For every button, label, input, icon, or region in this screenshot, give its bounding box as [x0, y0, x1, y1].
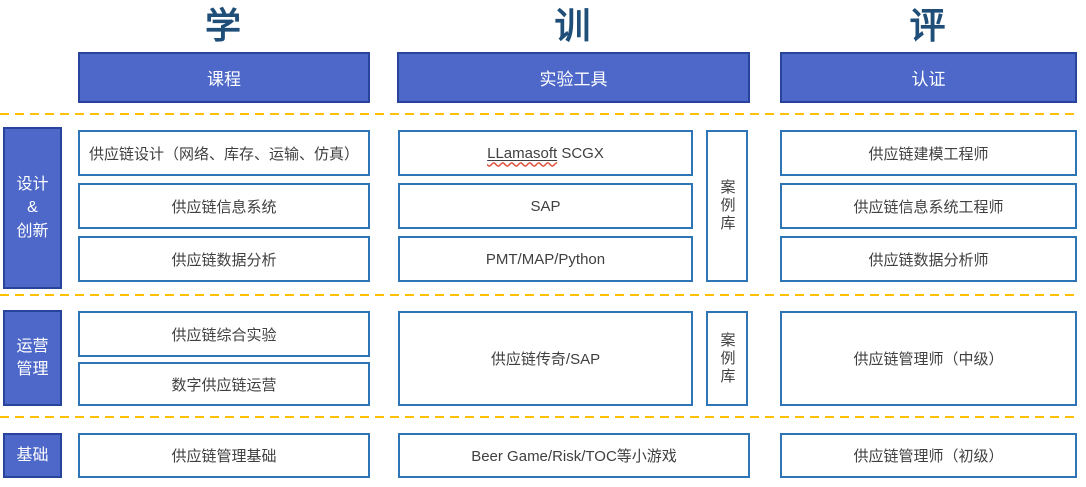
dashed-divider-1 [0, 113, 1075, 115]
course-box: 供应链数据分析 [78, 236, 370, 282]
tool-name-with-spellcheck: LLamasoft SCGX [487, 145, 604, 162]
cert-box: 供应链数据分析师 [780, 236, 1077, 282]
tool-box: 供应链传奇/SAP [398, 311, 693, 406]
tool-box: LLamasoft SCGX [398, 130, 693, 176]
header-bar-lab-tools: 实验工具 [397, 52, 750, 103]
dashed-divider-2 [0, 294, 1075, 296]
sidebar-label-design-innovation: 设计 & 创新 [3, 127, 62, 289]
tool-name-rest: SCGX [557, 144, 604, 162]
course-box: 数字供应链运营 [78, 362, 370, 406]
case-library-box: 案例库 [706, 311, 748, 406]
cert-box: 供应链管理师（初级） [780, 433, 1077, 478]
pillar-char-train: 训 [554, 5, 593, 46]
sidebar-label-operations-management: 运营 管理 [3, 310, 62, 406]
course-box: 供应链信息系统 [78, 183, 370, 229]
cert-box: 供应链建模工程师 [780, 130, 1077, 176]
case-library-box: 案例库 [706, 130, 748, 282]
pillar-char-assess: 评 [909, 5, 948, 46]
course-box: 供应链设计（网络、库存、运输、仿真） [78, 130, 370, 176]
course-box: 供应链综合实验 [78, 311, 370, 357]
tool-box: Beer Game/Risk/TOC等小游戏 [398, 433, 750, 478]
course-box: 供应链管理基础 [78, 433, 370, 478]
tool-box: PMT/MAP/Python [398, 236, 693, 282]
tool-box: SAP [398, 183, 693, 229]
dashed-divider-3 [0, 416, 1075, 418]
cert-box: 供应链管理师（中级） [780, 311, 1077, 406]
header-bar-courses: 课程 [78, 52, 370, 103]
tool-name-underlined: LLamasoft [487, 144, 558, 162]
sidebar-label-basics: 基础 [3, 433, 62, 478]
pillar-char-learn: 学 [204, 5, 243, 46]
cert-box: 供应链信息系统工程师 [780, 183, 1077, 229]
header-bar-certification: 认证 [780, 52, 1077, 103]
